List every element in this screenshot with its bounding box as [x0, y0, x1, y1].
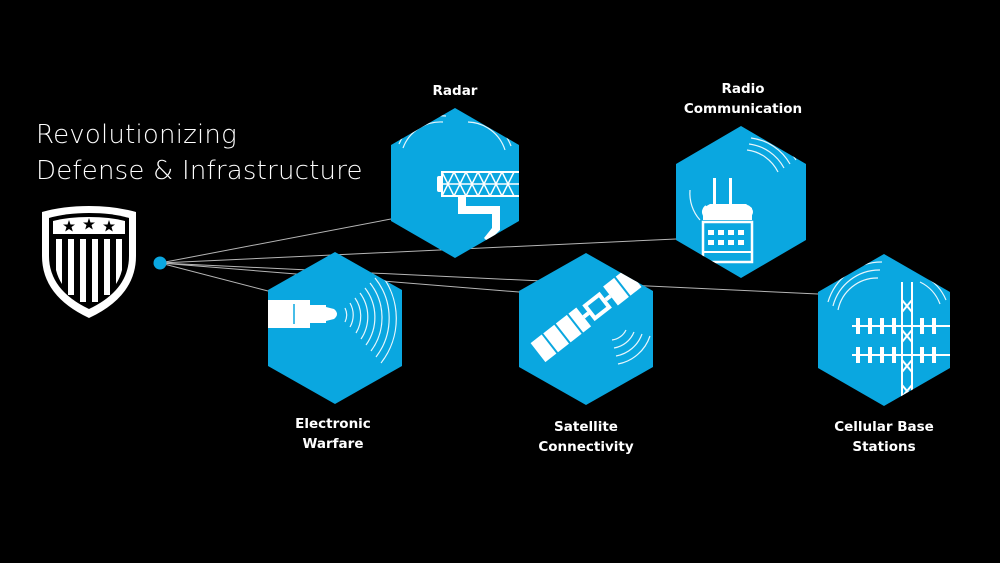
page-headline: Revolutionizing Defense & Infrastructure	[36, 117, 363, 189]
node-radio[interactable]	[676, 126, 806, 278]
label-radio-line-2: Communication	[683, 101, 803, 117]
label-ew-line-1: Electronic	[295, 416, 371, 432]
label-satellite-line-1: Satellite	[554, 419, 618, 435]
node-radar[interactable]	[391, 103, 522, 258]
cell-tower-icon	[827, 261, 950, 406]
label-ew-line-2: Warfare	[302, 436, 364, 452]
label-cellular: Cellular Base Stations	[784, 417, 984, 457]
connector-lines	[159, 218, 819, 295]
radar-hexagon	[391, 108, 519, 258]
connector-cellular	[159, 262, 819, 295]
label-radio: Radio Communication	[643, 79, 843, 119]
label-satellite-line-2: Connectivity	[538, 439, 634, 455]
label-radio-line-1: Radio	[721, 81, 765, 97]
connector-radar	[159, 218, 392, 264]
node-cellular[interactable]	[818, 254, 958, 406]
connector-ew	[159, 262, 269, 292]
label-satellite: Satellite Connectivity	[486, 417, 686, 457]
directional-emitter-icon	[268, 272, 397, 364]
node-satellite[interactable]	[519, 253, 654, 405]
connector-radio	[159, 238, 677, 264]
hub-dot-icon	[153, 256, 167, 270]
label-electronic-warfare: Electronic Warfare	[233, 414, 433, 454]
label-cellular-line-1: Cellular Base	[834, 419, 934, 435]
label-radar: Radar	[355, 81, 555, 101]
radio-hexagon	[676, 126, 806, 278]
ew-hexagon	[268, 252, 402, 404]
shield-stars-stripes-icon	[42, 206, 136, 318]
node-electronic-warfare[interactable]	[268, 252, 402, 404]
label-cellular-line-2: Stations	[852, 439, 916, 455]
headline-line-2: Defense & Infrastructure	[36, 156, 363, 186]
label-radar-line-1: Radar	[432, 83, 478, 99]
headline-line-1: Revolutionizing	[36, 120, 237, 150]
